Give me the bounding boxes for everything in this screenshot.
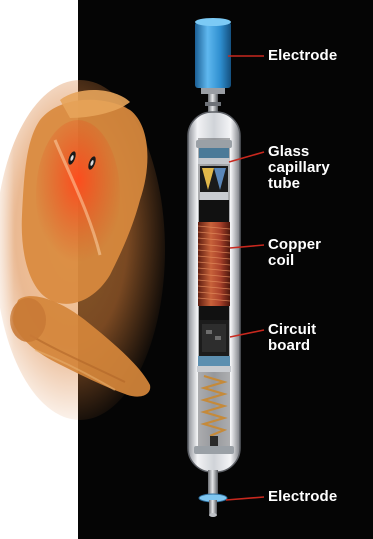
label-glass-capillary-tube: Glass capillary tube: [268, 144, 330, 192]
glass-capillary-tube: [200, 166, 228, 200]
label-electrode-bottom: Electrode: [268, 489, 337, 505]
top-electrode: [195, 18, 231, 94]
arm-illustration: [0, 80, 165, 420]
label-copper-coil: Copper coil: [268, 237, 321, 269]
copper-coil: [198, 222, 230, 306]
label-electrode-top: Electrode: [268, 48, 337, 64]
bottom-electrode: [199, 494, 227, 517]
circuit-board: [199, 320, 229, 356]
bion-device: [188, 18, 240, 517]
label-circuit-board: Circuit board: [268, 322, 316, 354]
